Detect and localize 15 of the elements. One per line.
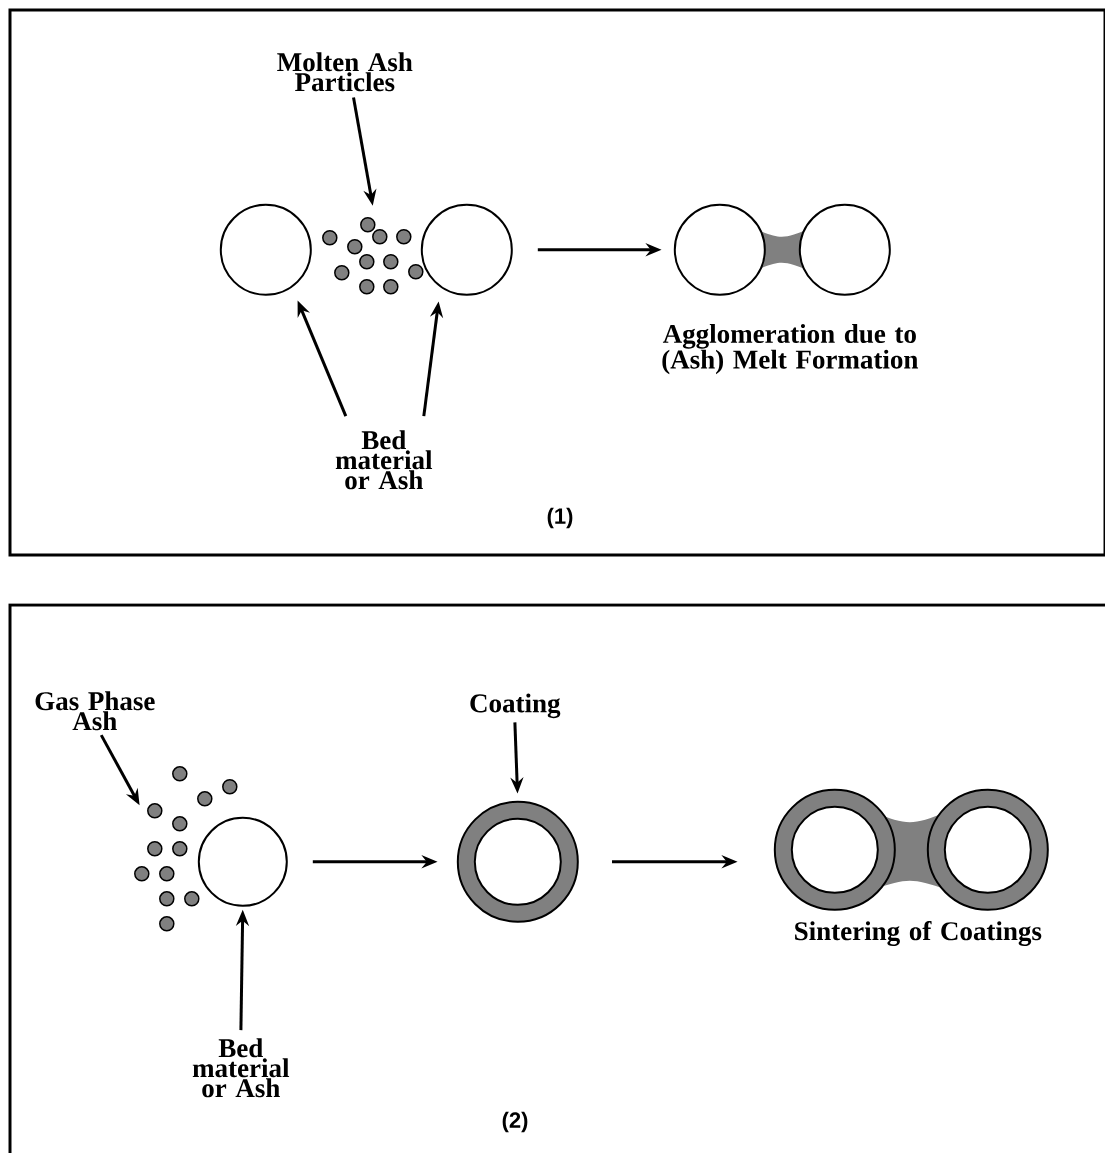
node-label: Sintering of Coatings (795, 921, 1042, 946)
coated-particle-drawing (456, 800, 579, 923)
callout-label: Coating (470, 693, 561, 719)
callout-label: Bed material or Ash (335, 430, 433, 490)
ash-particles-drawing (134, 766, 238, 932)
particle-circle (219, 203, 312, 296)
ash-particles-drawing (322, 217, 424, 295)
callout-label: Bed material or Ash (192, 1038, 290, 1098)
panel-number: (1) (547, 507, 573, 529)
node-label: Agglomeration due to (Ash) Melt Formation (662, 324, 919, 375)
particle-circle (420, 203, 513, 296)
particle-circle (197, 816, 288, 907)
callout-label: Molten Ash Particles (277, 52, 413, 92)
panel-number: (2) (502, 1111, 528, 1133)
callout-label: Gas Phase Ash (35, 691, 155, 731)
